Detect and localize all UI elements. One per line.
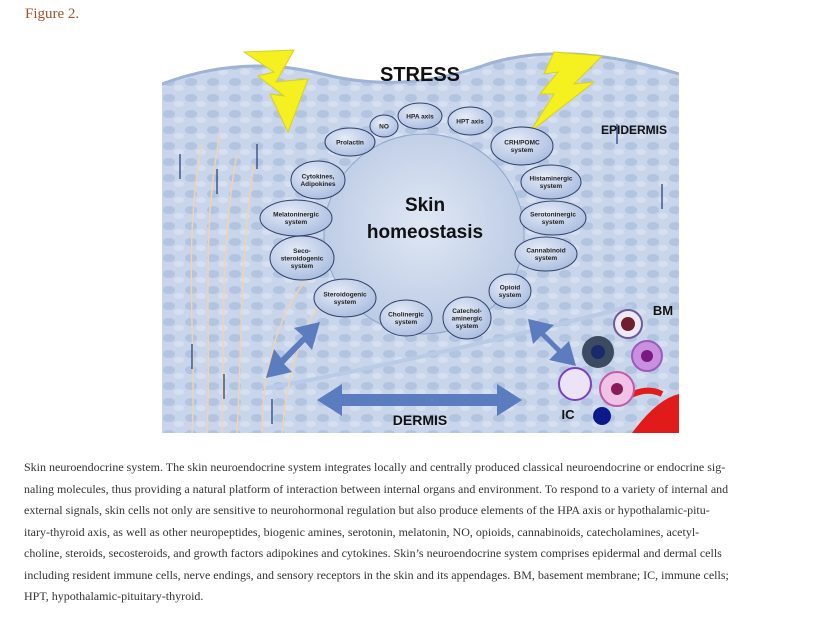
caption-line: itary-thyroid axis, as well as other neu… (24, 524, 700, 539)
figure-caption: Skin neuroendocrine system. The skin neu… (24, 457, 806, 608)
bubble-shape (488, 273, 532, 309)
bubble-label: Steroidogenic (323, 292, 367, 299)
system-bubble: NO (369, 114, 399, 138)
arrow-left-diagonal (266, 322, 320, 378)
bubble-label: system (285, 219, 308, 226)
dermis-label: DERMIS (393, 412, 447, 428)
bubble-shape (313, 278, 377, 318)
bubble-label: Serotoninergic (530, 212, 576, 219)
caption-line: including resident immune cells, nerve e… (24, 567, 729, 582)
bubble-label: system (499, 292, 522, 299)
bubble-label: system (291, 263, 314, 270)
lightning-right-icon (529, 51, 604, 133)
bubble-label: Cannabinoid (526, 248, 565, 255)
epidermis-label: EPIDERMIS (601, 123, 667, 137)
bubble-shape (520, 164, 582, 200)
system-bubble: Cytokines,Adipokines (290, 160, 346, 200)
ic-label: IC (562, 407, 576, 422)
double-arrow-dermis (317, 384, 522, 416)
system-bubble: HPT axis (447, 106, 493, 136)
bubble-label: system (334, 299, 357, 306)
bubble-label: Seco- (293, 248, 311, 255)
bubble-label: steroidogenic (281, 255, 324, 262)
arrow-right-diagonal (528, 319, 576, 366)
bubble-label: system (511, 147, 534, 154)
bubble-shape (324, 127, 376, 157)
bubble-shape (290, 160, 346, 200)
bubble-label: system (395, 319, 418, 326)
nerve-endings (190, 133, 328, 433)
bubble-label: Opioid (500, 285, 521, 292)
caption-line: naling molecules, thus providing a natur… (24, 481, 729, 496)
caption-line: external signals, skin cells not only ar… (24, 503, 710, 517)
bubble-shape (259, 199, 333, 237)
bubble-label: HPT axis (456, 118, 484, 125)
bubble-shape (397, 102, 443, 130)
bubble-label: Adipokines (300, 181, 335, 188)
bubble-shape (514, 236, 578, 272)
homeostasis-line1: Skin (405, 195, 445, 216)
stress-label: STRESS (380, 64, 460, 86)
bubble-shape (519, 200, 587, 236)
bubble-label: CRH/POMC (504, 140, 540, 147)
bubble-label: Prolactin (336, 139, 364, 146)
homeostasis-circle (323, 133, 525, 335)
bubble-label: system (535, 255, 558, 262)
bubble-label: Cytokines, (302, 174, 335, 181)
bubble-label: aminergic (452, 315, 483, 322)
bubble-label: system (542, 219, 565, 226)
system-bubble: Prolactin (324, 127, 376, 157)
bubble-label: system (456, 323, 479, 330)
bubble-shape (369, 114, 399, 138)
bubble-shape (442, 296, 492, 340)
bubble-shape (490, 126, 554, 166)
figure-title: Figure 2. (25, 6, 80, 22)
system-bubble: HPA axis (397, 102, 443, 130)
homeostasis-line2: homeostasis (367, 222, 483, 243)
bubble-label: Histaminergic (530, 176, 573, 183)
bubble-label: Cholinergic (388, 312, 424, 319)
caption-line: choline, steroids, secosteroids, and gro… (24, 546, 722, 560)
lightning-left-icon (242, 49, 309, 134)
caption-line: Skin neuroendocrine system. The skin neu… (24, 460, 726, 474)
bubble-label: Melatoninergic (273, 212, 319, 219)
bubble-label: HPA axis (406, 113, 434, 120)
epidermis-small-arrows (179, 124, 663, 424)
bubble-label: NO (379, 123, 389, 130)
immune-cells (558, 309, 679, 433)
bubble-label: system (540, 183, 563, 190)
bubble-shape (447, 106, 493, 136)
bubble-shape (379, 299, 433, 337)
bubble-label: Catechol- (452, 308, 482, 315)
caption-line: HPT, hypothalamic-pituitary-thyroid. (24, 589, 204, 603)
bm-label: BM (653, 303, 673, 318)
